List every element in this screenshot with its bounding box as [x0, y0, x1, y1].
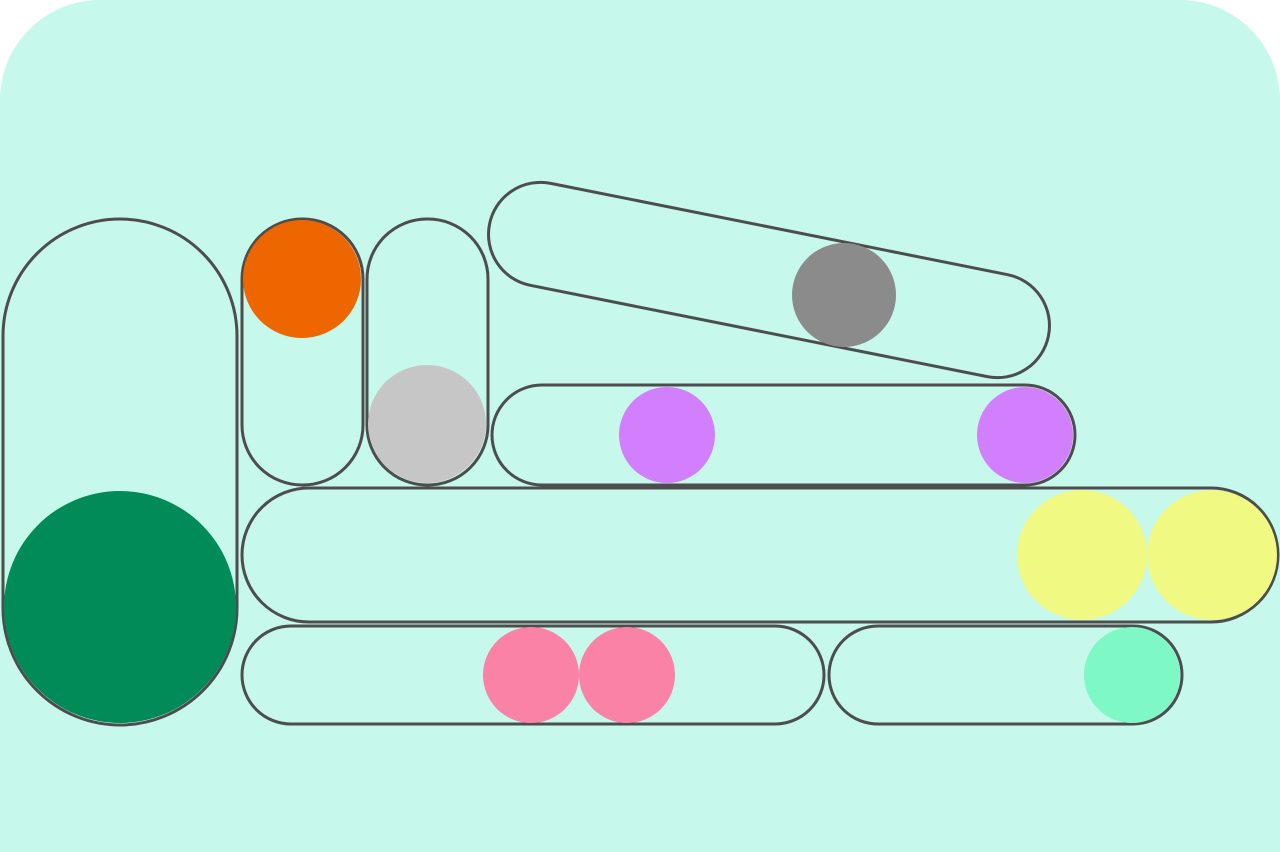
- tube-6-outline[interactable]: [240, 486, 1280, 624]
- ball-pink[interactable]: [483, 627, 579, 723]
- ball-pink[interactable]: [579, 627, 675, 723]
- tube-2-outline[interactable]: [240, 217, 365, 487]
- tube-7-outline[interactable]: [240, 624, 826, 726]
- ball-gray[interactable]: [792, 243, 896, 347]
- tube-5[interactable]: [490, 383, 1077, 487]
- tube-1-outline[interactable]: [1, 217, 239, 727]
- tube-7[interactable]: [240, 624, 826, 726]
- tube-2[interactable]: [240, 217, 365, 487]
- ball-dark-green[interactable]: [4, 491, 236, 723]
- tube-4-outline[interactable]: [479, 173, 1058, 387]
- tube-3[interactable]: [365, 217, 490, 487]
- ball-purple[interactable]: [619, 387, 715, 483]
- ball-purple[interactable]: [977, 387, 1073, 483]
- ball-orange[interactable]: [243, 220, 361, 338]
- tube-3-outline[interactable]: [365, 217, 490, 487]
- tube-5-outline[interactable]: [490, 383, 1077, 487]
- tube-8[interactable]: [827, 624, 1184, 726]
- tube-1[interactable]: [1, 217, 239, 727]
- ball-light-gray[interactable]: [368, 365, 486, 483]
- tube-4[interactable]: [479, 173, 1058, 387]
- tube-6[interactable]: [240, 486, 1280, 624]
- ball-mint[interactable]: [1084, 627, 1180, 723]
- ball-yellow[interactable]: [1017, 490, 1147, 620]
- ball-yellow[interactable]: [1147, 490, 1277, 620]
- tube-8-outline[interactable]: [827, 624, 1184, 726]
